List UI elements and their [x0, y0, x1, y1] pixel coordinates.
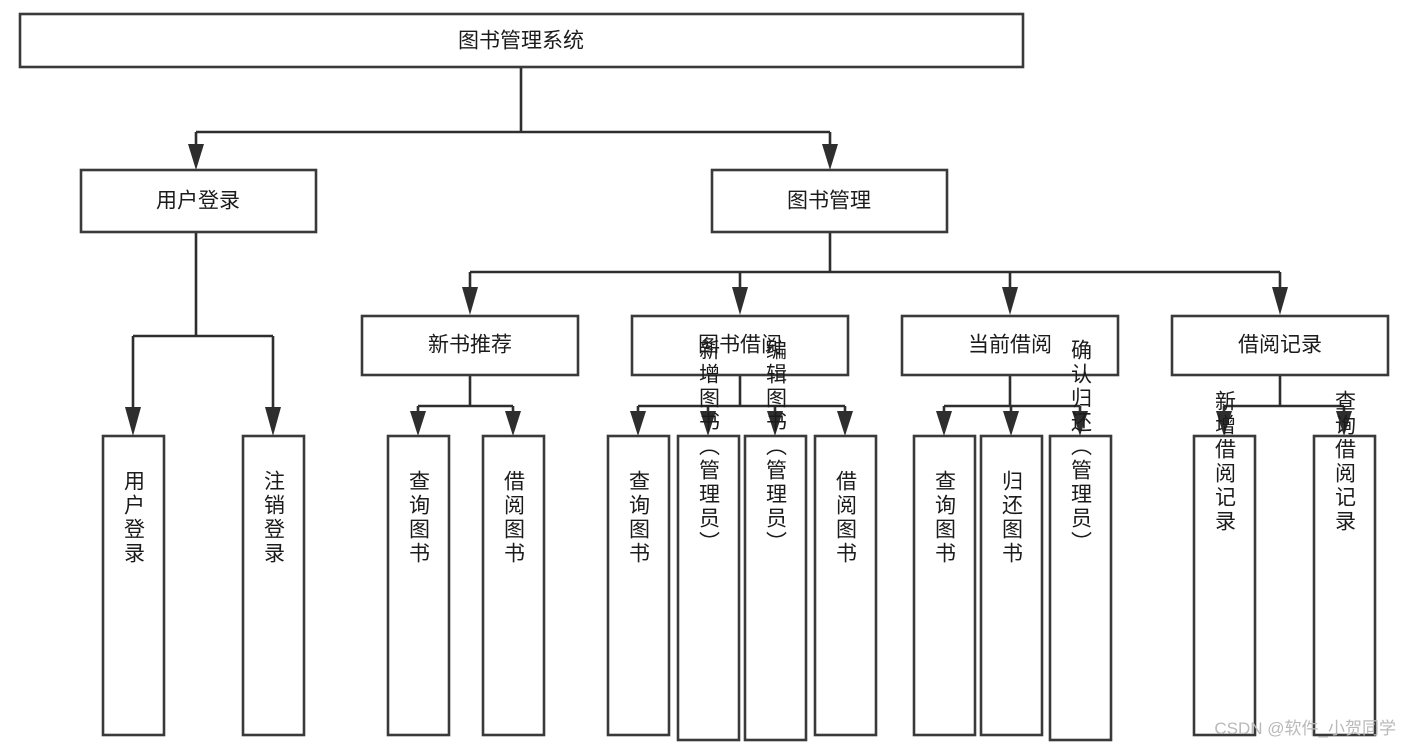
leaf-query-book-2-box[interactable]: [606, 434, 671, 737]
node-current-borrow[interactable]: 当前借阅: [900, 314, 1120, 377]
leaf-query-book-3[interactable]: 查询图书: [912, 434, 977, 737]
node-root[interactable]: 图书管理系统: [18, 12, 1025, 69]
leaf-borrow-book-1-box[interactable]: [481, 434, 546, 737]
leaf-user-login-label: 用户登录: [122, 470, 146, 566]
node-user-login[interactable]: 用户登录: [79, 168, 318, 234]
leaf-user-login-box[interactable]: [101, 434, 166, 737]
node-book-borrow-box[interactable]: [630, 314, 850, 377]
leaf-logout-login[interactable]: 注销登录: [241, 434, 306, 737]
leaf-borrow-book-2-label: 借阅图书: [834, 470, 858, 566]
leaf-add-book[interactable]: 新增图书（管理员）: [676, 339, 741, 742]
arrow-head-icon: [630, 411, 646, 436]
leaf-query-record-label: 查询借阅记录: [1333, 390, 1357, 534]
leaf-query-record-box[interactable]: [1312, 434, 1377, 737]
arrow-head-icon: [462, 287, 478, 315]
leaf-add-record-box[interactable]: [1192, 434, 1257, 737]
node-book-management-box[interactable]: [710, 168, 949, 234]
arrow-head-icon: [188, 144, 204, 170]
leaf-query-book-3-box[interactable]: [912, 434, 977, 737]
leaf-confirm-return-box[interactable]: [1048, 434, 1113, 742]
arrow-head-icon: [936, 411, 952, 436]
leaf-edit-book-box[interactable]: [743, 434, 808, 742]
leaf-query-book-1-label: 查询图书: [407, 470, 431, 566]
leaf-query-book-3-label: 查询图书: [933, 470, 957, 566]
leaf-return-book-box[interactable]: [979, 434, 1044, 737]
node-user-login-label: 用户登录: [156, 190, 240, 213]
node-current-borrow-label: 当前借阅: [968, 334, 1052, 357]
node-borrow-record[interactable]: 借阅记录: [1170, 314, 1390, 377]
arrow-head-icon: [1216, 411, 1232, 436]
edge-group-book-borrow: [630, 376, 853, 436]
node-new-book-recommend-label: 新书推荐: [428, 334, 512, 357]
leaf-borrow-book-1[interactable]: 借阅图书: [481, 434, 546, 737]
arrow-head-icon: [837, 411, 853, 436]
leaf-confirm-return[interactable]: 确认归还（管理员）: [1048, 339, 1113, 742]
arrow-head-icon: [125, 407, 141, 436]
leaf-query-record[interactable]: 查询借阅记录: [1312, 390, 1377, 737]
arrow-head-icon: [1003, 411, 1019, 436]
arrow-head-icon: [1336, 411, 1352, 436]
leaf-confirm-return-label: 确认归还（管理员）: [1069, 339, 1093, 555]
node-new-book-recommend[interactable]: 新书推荐: [360, 314, 580, 377]
arrow-head-icon: [822, 144, 838, 170]
leaf-edit-book[interactable]: 编辑图书（管理员）: [743, 339, 808, 742]
leaf-borrow-book-2-box[interactable]: [813, 434, 878, 737]
edge-group-book-management: [462, 232, 1288, 315]
node-book-management-label: 图书管理: [787, 190, 871, 213]
node-current-borrow-box[interactable]: [900, 314, 1120, 377]
leaf-return-book-label: 归还图书: [1000, 470, 1024, 566]
node-root-label: 图书管理系统: [458, 30, 584, 53]
leaf-query-book-2-label: 查询图书: [627, 470, 651, 566]
leaf-add-record[interactable]: 新增借阅记录: [1192, 390, 1257, 737]
arrow-head-icon: [767, 411, 783, 436]
arrow-head-icon: [505, 411, 521, 436]
leaf-logout-login-label: 注销登录: [262, 470, 286, 566]
leaf-borrow-book-1-label: 借阅图书: [502, 470, 526, 566]
edge-group-user-login: [125, 232, 281, 436]
arrow-head-icon: [700, 411, 716, 436]
node-root-box[interactable]: [18, 12, 1025, 69]
leaf-query-book-2[interactable]: 查询图书: [606, 434, 671, 737]
node-book-management[interactable]: 图书管理: [710, 168, 949, 234]
node-borrow-record-box[interactable]: [1170, 314, 1390, 377]
leaf-add-book-label: 新增图书（管理员）: [697, 339, 721, 555]
node-user-login-box[interactable]: [79, 168, 318, 234]
leaf-add-record-label: 新增借阅记录: [1213, 390, 1237, 534]
arrow-head-icon: [1002, 287, 1018, 315]
leaf-add-book-box[interactable]: [676, 434, 741, 742]
node-new-book-recommend-box[interactable]: [360, 314, 580, 377]
leaf-query-book-1[interactable]: 查询图书: [386, 434, 451, 737]
arrow-head-icon: [1272, 287, 1288, 315]
node-book-borrow[interactable]: 图书借阅: [630, 314, 850, 377]
leaf-return-book[interactable]: 归还图书: [979, 434, 1044, 737]
arrow-head-icon: [265, 407, 281, 436]
arrow-head-icon: [410, 411, 426, 436]
edge-group-borrow-record: [1216, 376, 1352, 436]
edge-group-current-borrow: [936, 376, 1088, 436]
edge-group-root: [188, 67, 838, 170]
leaf-query-book-1-box[interactable]: [386, 434, 451, 737]
watermark-text: CSDN @软件_小贺同学: [1214, 719, 1396, 738]
leaf-edit-book-label: 编辑图书（管理员）: [764, 339, 788, 555]
node-book-borrow-label: 图书借阅: [698, 334, 782, 357]
leaf-logout-login-box[interactable]: [241, 434, 306, 737]
arrow-head-icon: [732, 287, 748, 315]
leaf-borrow-book-2[interactable]: 借阅图书: [813, 434, 878, 737]
leaf-user-login[interactable]: 用户登录: [101, 434, 166, 737]
node-borrow-record-label: 借阅记录: [1238, 334, 1322, 357]
arrow-head-icon: [1072, 411, 1088, 436]
edge-group-new-book-recommend: [410, 376, 521, 436]
